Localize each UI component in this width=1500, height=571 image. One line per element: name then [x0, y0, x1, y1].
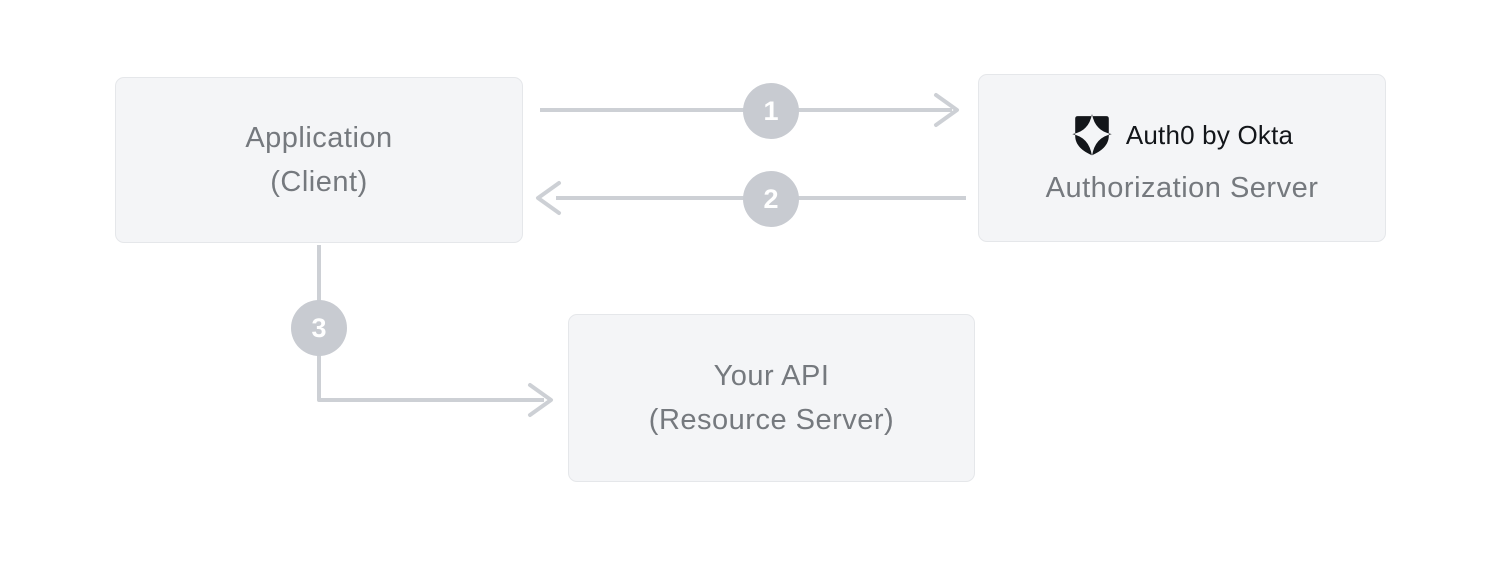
- application-label-line1: Application: [245, 122, 393, 154]
- step-badge-3: 3: [291, 300, 347, 356]
- step-badge-1: 1: [743, 83, 799, 139]
- arrow-elbow-head-icon: [528, 383, 553, 417]
- api-label-line2: (Resource Server): [648, 404, 895, 436]
- authorization-server-label: Authorization Server: [1045, 172, 1319, 204]
- arrow-left-head-icon: [536, 181, 561, 215]
- step-badge-2: 2: [743, 171, 799, 227]
- auth0-brand-text: Auth0 by Okta: [1125, 120, 1294, 150]
- auth0-brand-row: Auth0 by Okta: [1071, 112, 1293, 158]
- node-application-client: Application (Client): [115, 77, 523, 243]
- arrow-step-3: [317, 245, 553, 417]
- api-label-line1: Your API: [713, 360, 830, 392]
- node-authorization-server: Auth0 by Okta Authorization Server: [978, 74, 1386, 242]
- arrow-right-head-icon: [934, 93, 959, 127]
- auth0-shield-icon: [1072, 114, 1112, 156]
- application-label-line2: (Client): [270, 166, 368, 198]
- node-your-api: Your API (Resource Server): [568, 314, 975, 482]
